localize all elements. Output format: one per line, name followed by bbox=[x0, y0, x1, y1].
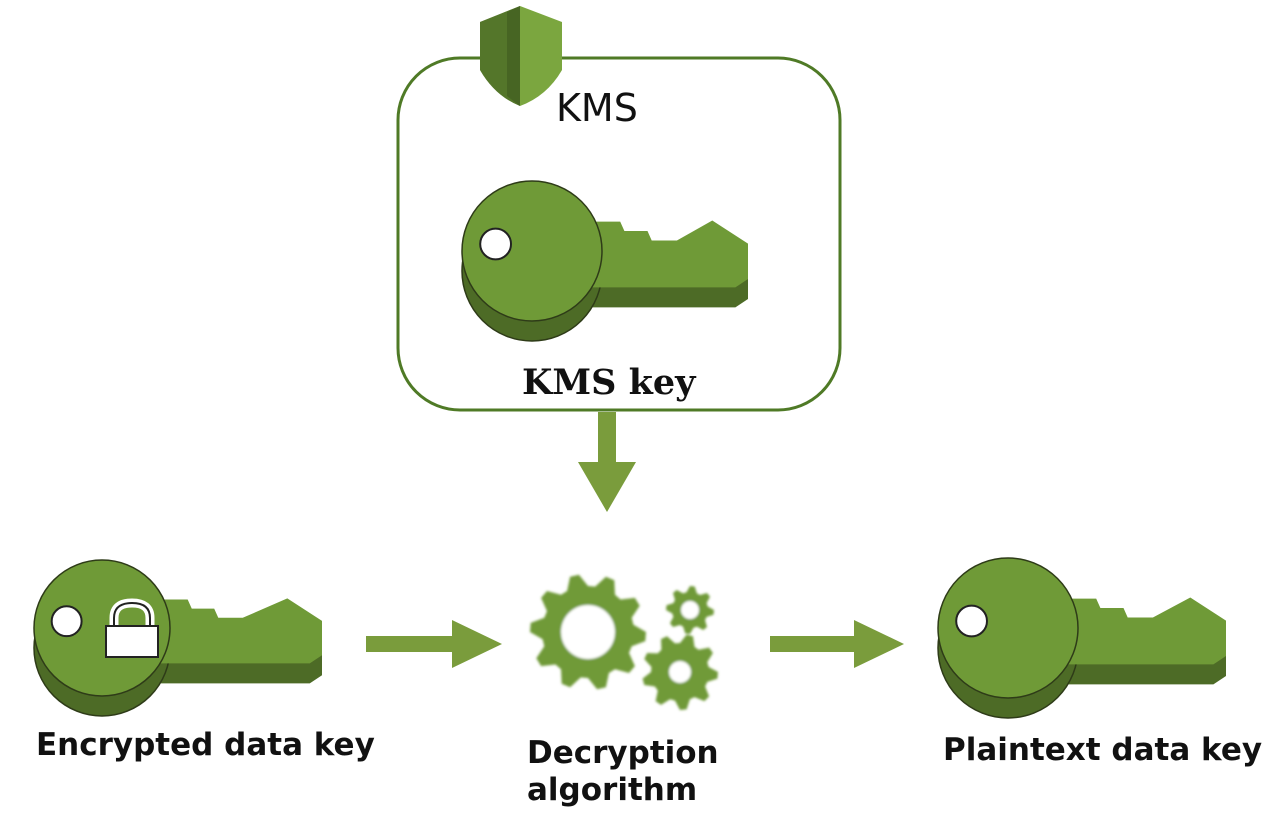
kms-title: KMS bbox=[556, 86, 638, 130]
gear-hole bbox=[681, 601, 699, 619]
plaintext-key-icon bbox=[937, 557, 1226, 719]
decryption-label-line1: Decryption bbox=[527, 735, 719, 771]
arrow-down bbox=[578, 412, 636, 512]
kms-container bbox=[396, 56, 842, 412]
encrypted-data-key-label: Encrypted data key bbox=[36, 727, 375, 763]
key-hole bbox=[955, 604, 988, 638]
key-shaft bbox=[155, 598, 322, 664]
key-hole bbox=[479, 227, 513, 261]
key-shaft bbox=[1062, 597, 1226, 665]
gear-hole bbox=[669, 661, 691, 683]
key-head bbox=[33, 559, 171, 697]
kms-key-label: KMS key bbox=[522, 362, 696, 403]
decryption-label-line2: algorithm bbox=[527, 772, 698, 808]
lock-icon bbox=[105, 598, 159, 658]
key-head bbox=[461, 180, 603, 322]
arrow-right-1 bbox=[366, 620, 502, 668]
gear-hole bbox=[561, 605, 615, 659]
decryption-algorithm-label: Decryption algorithm bbox=[527, 735, 757, 809]
key-shaft bbox=[586, 220, 748, 288]
arrow-right-2 bbox=[770, 620, 904, 668]
encrypted-key-icon bbox=[33, 559, 322, 717]
kms-key-icon bbox=[461, 180, 748, 342]
key-hole bbox=[50, 605, 83, 638]
key-head bbox=[937, 557, 1079, 699]
gears-icon bbox=[530, 574, 718, 710]
kms-shield-icon bbox=[480, 6, 562, 106]
plaintext-data-key-label: Plaintext data key bbox=[943, 732, 1263, 768]
